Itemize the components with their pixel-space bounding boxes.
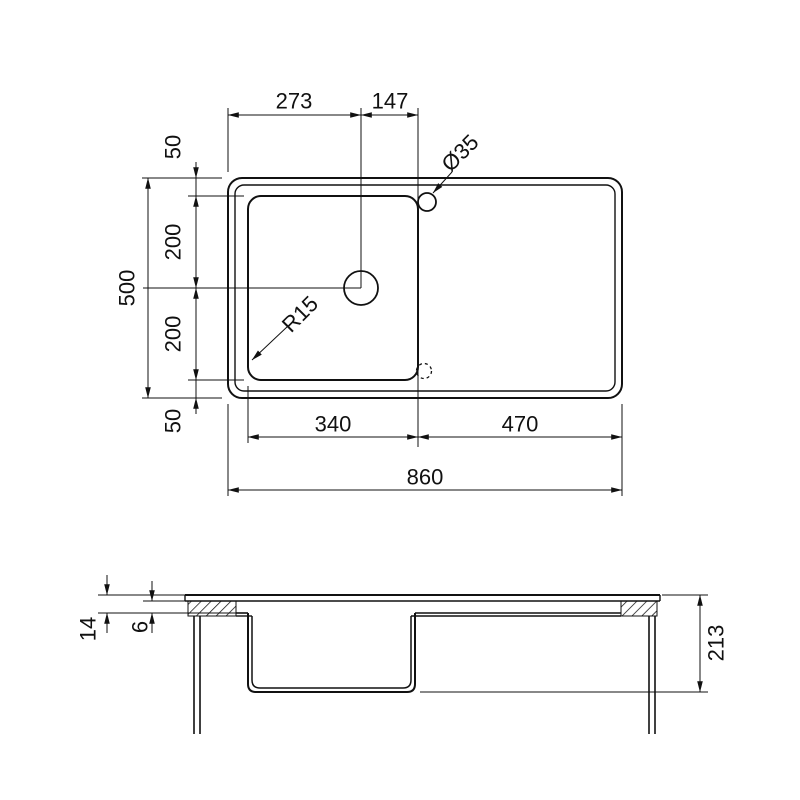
dim-label-6: 6 (128, 621, 153, 633)
worktop-hatch-left (187, 600, 237, 617)
tap-hole (417, 192, 437, 212)
dim-label-50-bottom: 50 (161, 409, 186, 433)
dim-label-470: 470 (502, 412, 539, 437)
dim-label-213: 213 (704, 625, 729, 662)
overflow-hole-dashed (415, 362, 433, 380)
dim-bottom-horizontal: 340 470 860 (227, 386, 623, 496)
dim-label-860: 860 (407, 465, 444, 490)
dim-label-14: 14 (76, 617, 101, 641)
dim-label-340: 340 (315, 412, 352, 437)
bowl-outline (247, 195, 419, 381)
dim-label-500: 500 (115, 270, 140, 307)
leader-line (251, 325, 289, 361)
dim-top-horizontal: 273 147 (227, 89, 419, 172)
dim-label-tap-diameter: Ø35 (436, 129, 483, 176)
bowl-section-outer (247, 613, 416, 693)
dim-label-200-lower: 200 (161, 316, 186, 353)
callout-tap-diameter: Ø35 (432, 129, 484, 194)
callout-corner-radius: R15 (251, 291, 323, 361)
bowl-section-inner (251, 616, 412, 689)
dim-depth: 213 (420, 594, 729, 693)
sink-outer-edge (227, 177, 623, 399)
dim-rim-height: 14 (76, 575, 236, 641)
worktop-lines (184, 594, 661, 617)
drain-hole (343, 270, 379, 306)
sink-inner-rim (234, 184, 616, 392)
leader-line (432, 171, 453, 194)
dim-rim-thickness: 6 (128, 581, 185, 633)
plan-view: 273 147 50 200 200 50 500 (115, 89, 623, 496)
dim-label-273: 273 (276, 89, 313, 114)
worktop-hatch-right (620, 600, 658, 617)
dim-label-200-upper: 200 (161, 224, 186, 261)
dim-label-147: 147 (372, 89, 409, 114)
sink-section-profile (193, 612, 656, 734)
dim-label-50-top: 50 (161, 135, 186, 159)
section-view: 14 6 213 (76, 575, 729, 734)
dim-left-vertical: 50 200 200 50 500 (115, 135, 244, 433)
